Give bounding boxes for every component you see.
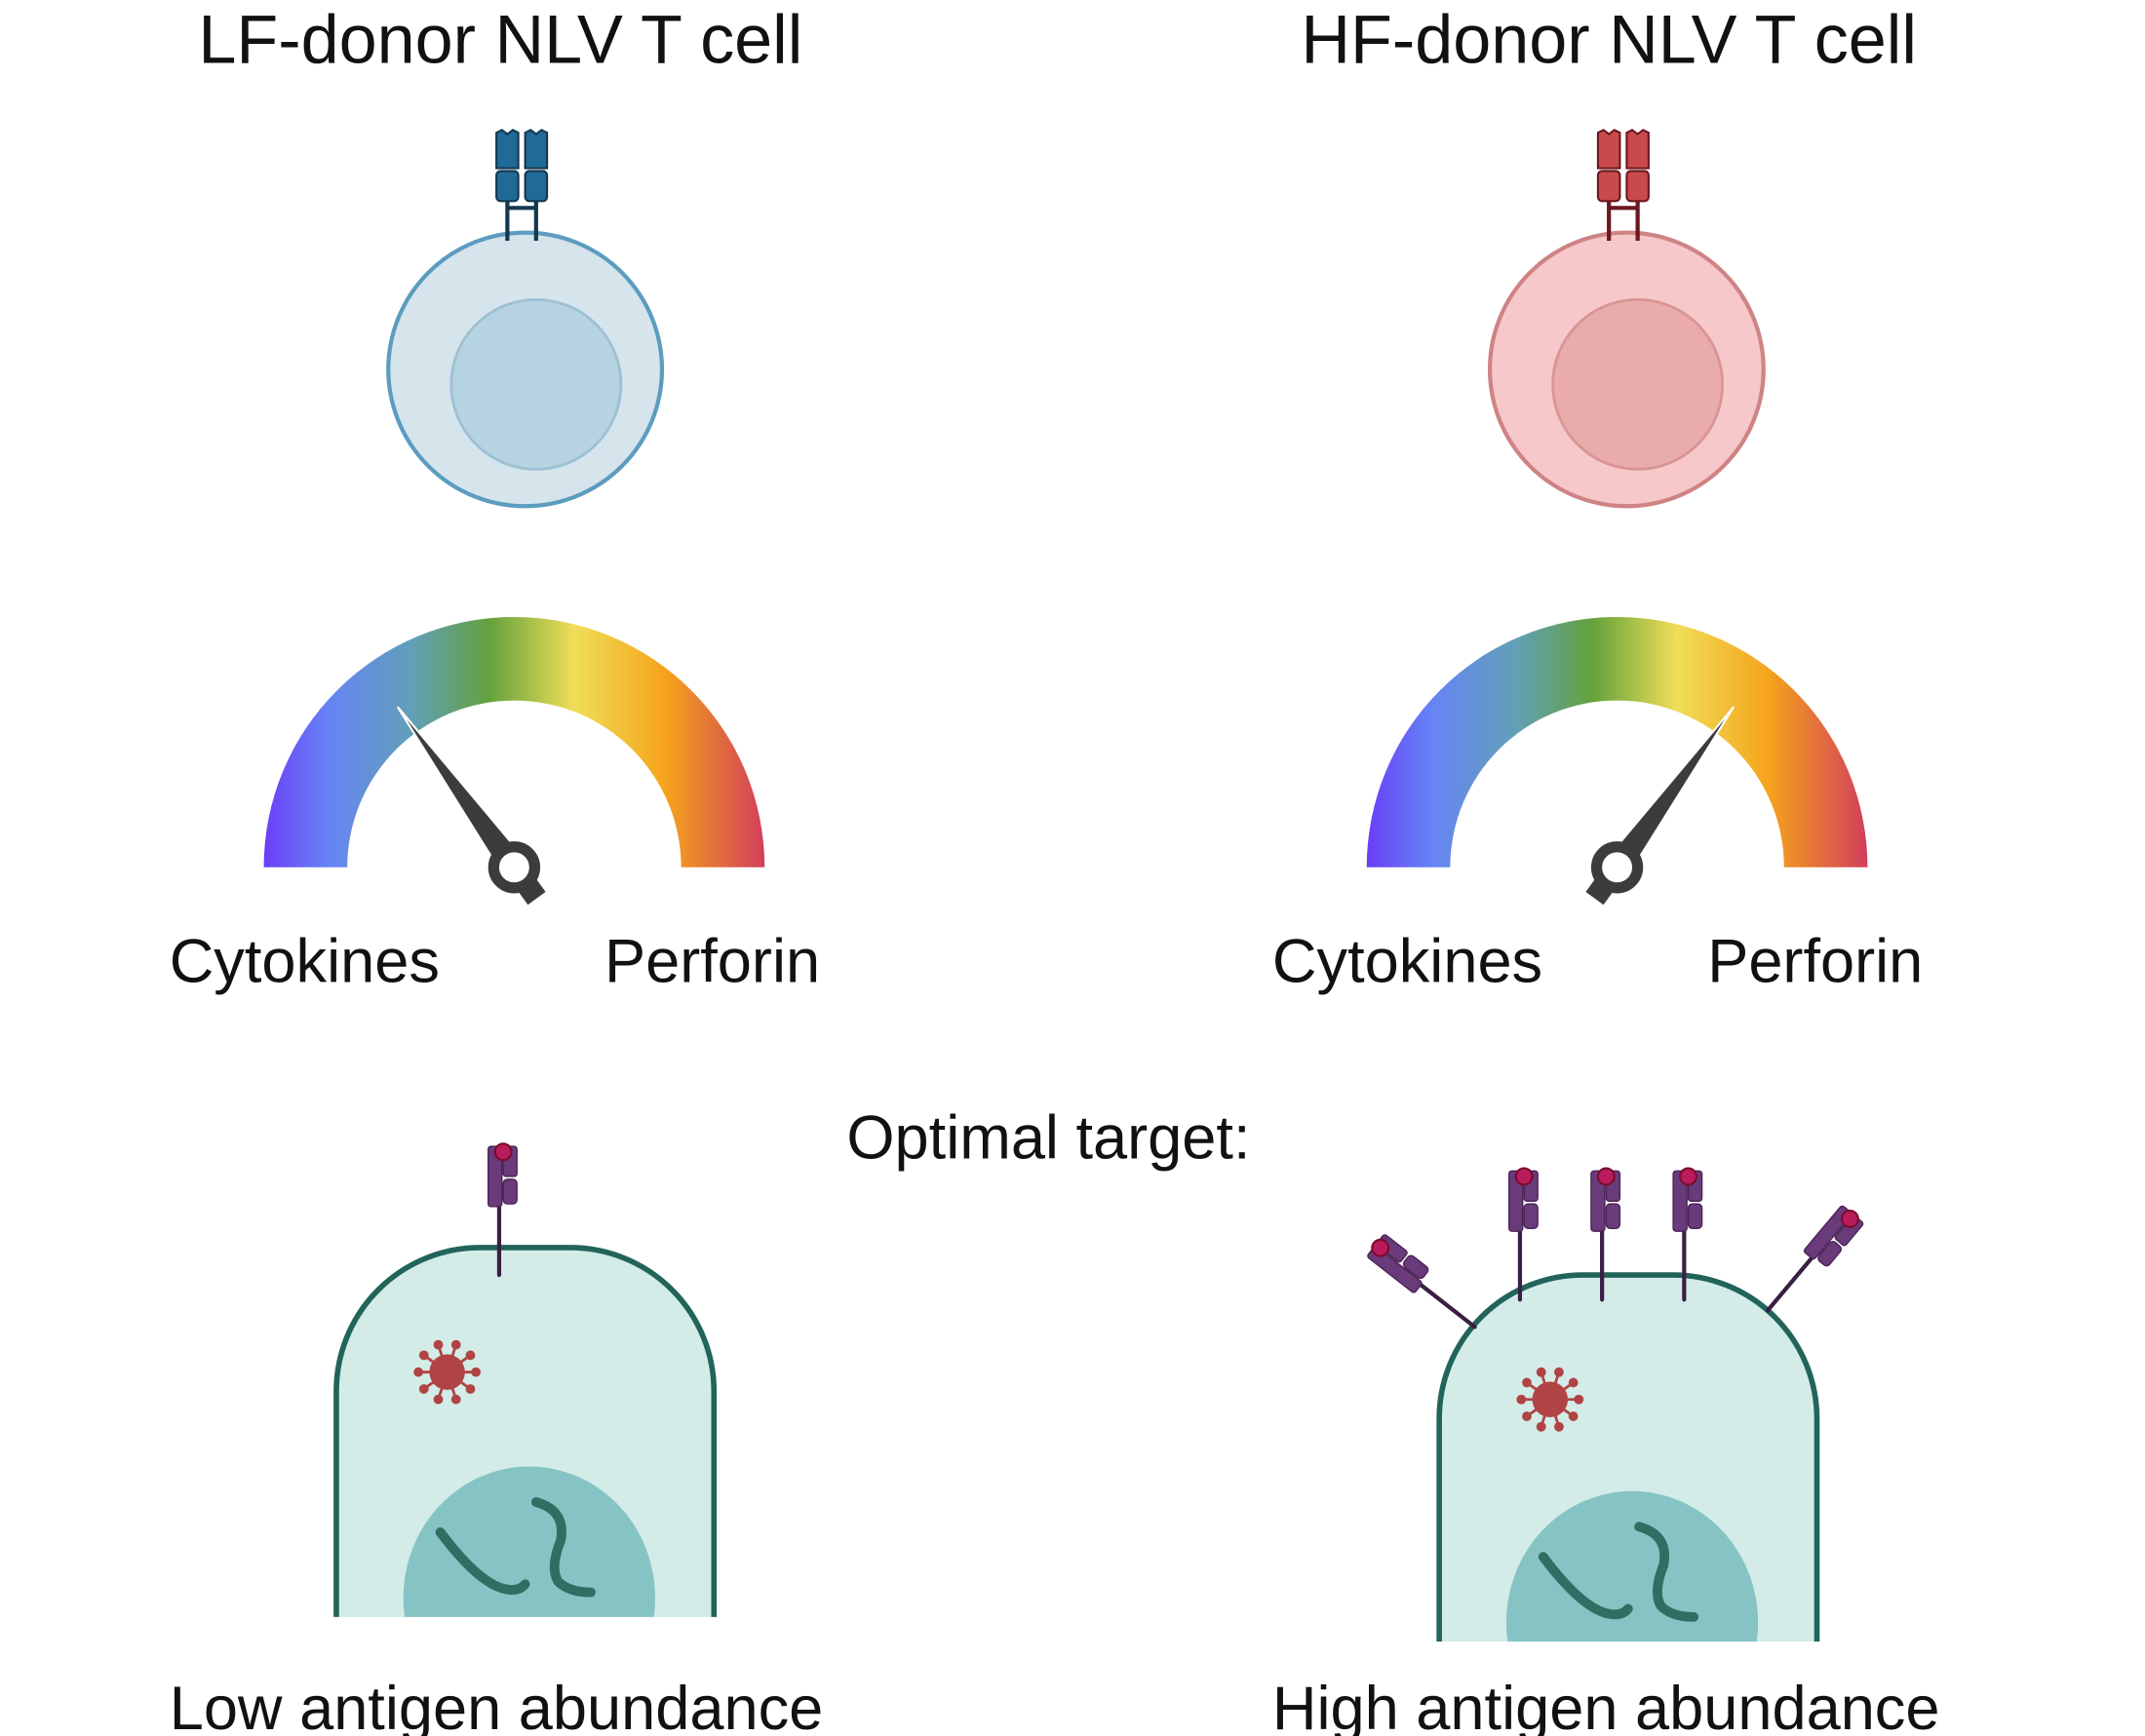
lf-perforin-label: Perforin (604, 928, 820, 996)
gauge-needle-icon (396, 706, 546, 906)
mhc-alpha (1590, 1170, 1606, 1232)
spike-tip (1536, 1421, 1546, 1432)
low-antigen-label: Low antigen abundance (170, 1675, 824, 1736)
spike-tip (1516, 1394, 1527, 1405)
high-antigen-label: High antigen abundance (1272, 1675, 1940, 1736)
mhc-stem (1419, 1283, 1477, 1330)
mhc-stem (1765, 1255, 1814, 1313)
hf-panel: HF-donor NLV T cell Cytokines Perforin H… (1272, 1, 1940, 1736)
needle-hub (488, 841, 541, 894)
mhc-peptide-icon (1590, 1167, 1621, 1302)
dna-strand (1634, 1522, 1699, 1622)
mhc-beta2m (1523, 1203, 1539, 1230)
dna-strand (530, 1497, 596, 1598)
mhc-peptide-icon (1672, 1167, 1703, 1302)
mhc-alpha (1508, 1170, 1524, 1232)
spike-tip (465, 1384, 476, 1394)
hf-perforin-label: Perforin (1707, 928, 1923, 996)
gauge-arc (263, 616, 765, 868)
mhc-peptide-icon (1765, 1205, 1864, 1313)
mhc-alpha (1367, 1246, 1423, 1293)
hf-gauge (1366, 616, 1868, 906)
tcr-chain-bottom (1596, 170, 1621, 203)
lf-title: LF-donor NLV T cell (198, 1, 802, 78)
mhc-beta2m (502, 1178, 518, 1205)
mhc-beta2m (1605, 1203, 1621, 1230)
mhc-beta2m (1402, 1254, 1429, 1280)
low-antigen-target-cell (333, 1142, 718, 1617)
dna-strand (435, 1526, 530, 1595)
mhc-peptide-icon (1367, 1234, 1477, 1330)
mhc-alpha (1672, 1170, 1688, 1232)
peptide (1679, 1167, 1698, 1186)
needle-hub (1590, 841, 1644, 894)
hf-cytokines-label: Cytokines (1272, 928, 1542, 996)
spike-tip (1522, 1377, 1532, 1388)
virus-icon (413, 1339, 482, 1405)
target-nucleus (1505, 1490, 1759, 1642)
spike-tip (1568, 1411, 1579, 1421)
mhc-beta2m (1817, 1240, 1843, 1267)
target-nucleus (403, 1466, 655, 1617)
virus-capsid (429, 1354, 465, 1390)
mhc-peptide-icon (488, 1142, 518, 1278)
gauge-needle-icon (1585, 706, 1736, 906)
spike-tip (1554, 1421, 1564, 1432)
spike-tip (1554, 1367, 1564, 1377)
tcr-chain-top (524, 129, 549, 170)
lf-gauge (263, 616, 765, 906)
peptide (1514, 1167, 1534, 1186)
lf-panel: LF-donor NLV T cell Cytokines Perforin L… (170, 1, 824, 1736)
spike-tip (1574, 1394, 1584, 1405)
spike-tip (1568, 1377, 1579, 1388)
peptide (493, 1142, 513, 1162)
hf-title: HF-donor NLV T cell (1301, 1, 1917, 78)
tcr-chain-top (1596, 129, 1621, 170)
tcr-chain-bottom (1625, 170, 1650, 203)
optimal-target-label: Optimal target: (846, 1104, 1250, 1173)
tcr-chain-top (495, 129, 520, 170)
spike-tip (465, 1350, 476, 1361)
peptide (1840, 1209, 1859, 1228)
mhc-peptide-icon (1508, 1167, 1539, 1302)
tcr-chain-bottom (524, 170, 549, 203)
high-antigen-target-cell (1367, 1167, 1864, 1642)
mhc-alpha (488, 1145, 503, 1208)
tcr-chain-bottom (495, 170, 520, 203)
tcr-receptor-icon (1596, 129, 1650, 242)
gauge-arc (1366, 616, 1868, 868)
lf-cytokines-label: Cytokines (170, 928, 440, 996)
spike-tip (471, 1367, 482, 1377)
nucleus (1551, 297, 1725, 471)
spike-tip (418, 1350, 429, 1361)
hf-t-cell (1487, 129, 1766, 509)
tcr-receptor-icon (495, 129, 549, 242)
spike-tip (450, 1394, 461, 1405)
mhc-alpha (1803, 1205, 1852, 1260)
spike-tip (1522, 1411, 1532, 1421)
spike-tip (433, 1339, 444, 1350)
mhc-beta2m (1687, 1203, 1703, 1230)
spike-tip (413, 1367, 424, 1377)
spike-tip (418, 1384, 429, 1394)
peptide (1371, 1238, 1390, 1257)
spike-tip (1536, 1367, 1546, 1377)
nucleus (449, 297, 623, 471)
virus-icon (1516, 1367, 1584, 1432)
target-membrane (1436, 1272, 1820, 1642)
spike-tip (433, 1394, 444, 1405)
virus-capsid (1532, 1381, 1569, 1417)
spike-tip (450, 1339, 461, 1350)
target-membrane (333, 1245, 718, 1617)
lf-t-cell (386, 129, 665, 509)
tcr-chain-top (1625, 129, 1650, 170)
peptide (1596, 1167, 1616, 1186)
dna-strand (1538, 1552, 1633, 1620)
